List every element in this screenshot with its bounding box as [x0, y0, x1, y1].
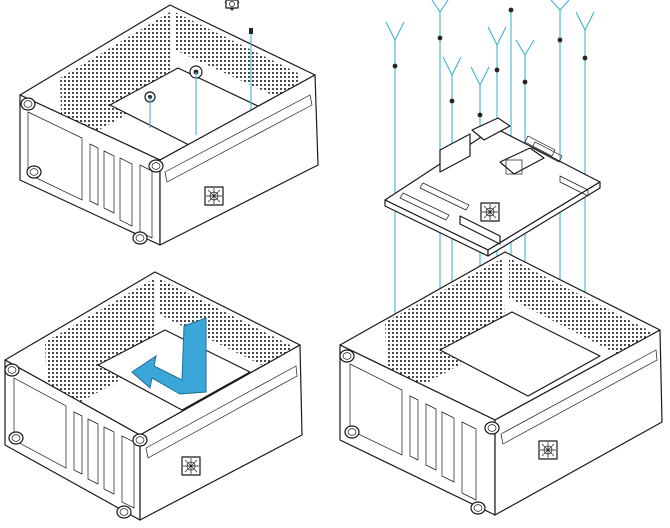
case-receiving-motherboard — [339, 251, 663, 516]
screw-icon — [224, 0, 253, 34]
case-with-insertion-arrow — [4, 271, 303, 521]
case-with-standoffs — [19, 0, 319, 246]
screw-icon — [385, 0, 595, 87]
arrow-icon — [131, 317, 207, 395]
